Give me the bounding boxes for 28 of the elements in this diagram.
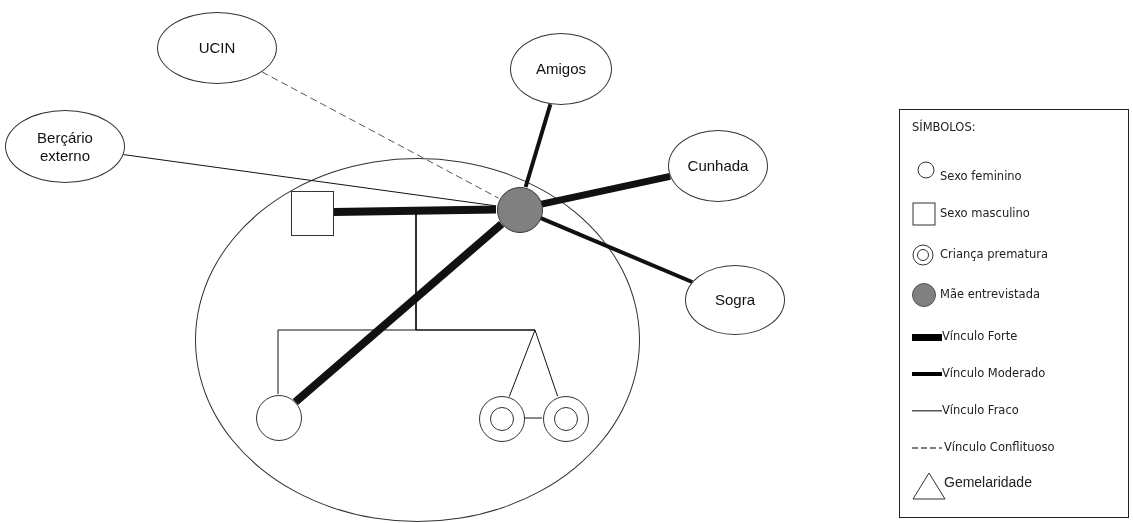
node-label: Sogra [715, 291, 755, 309]
legend-label: Mãe entrevistada [940, 287, 1041, 301]
legend-heading: SÍMBOLOS: [912, 120, 976, 134]
node-label: Amigos [536, 60, 586, 78]
double-circle-symbol [543, 396, 589, 442]
node-label: UCIN [198, 39, 236, 57]
dashed-line [261, 71, 500, 199]
circle-symbol [256, 395, 302, 441]
square-symbol [291, 191, 334, 236]
legend-label: Criança prematura [940, 247, 1048, 261]
node-label: Berçário externo [36, 128, 94, 165]
legend-label: Vínculo Conflituoso [944, 440, 1055, 454]
connector-line [523, 417, 543, 419]
node-label: Cunhada [687, 157, 749, 175]
connector-line [539, 216, 693, 284]
connector-line [540, 172, 671, 208]
double-circle-symbol [479, 396, 525, 442]
legend-label: Vínculo Forte [942, 329, 1018, 343]
legend-label: Gemelaridade [944, 474, 1032, 490]
legend-label: Sexo feminino [940, 169, 1022, 183]
connector-line [415, 211, 559, 397]
legend-label: Sexo masculino [940, 206, 1030, 220]
connector-line [332, 205, 497, 217]
legend-label: Vínculo Moderado [942, 366, 1046, 380]
legend-label: Vínculo Fraco [942, 403, 1019, 417]
filled-circle-symbol [497, 187, 543, 233]
connector-line [292, 220, 505, 406]
connector-line [523, 103, 553, 188]
